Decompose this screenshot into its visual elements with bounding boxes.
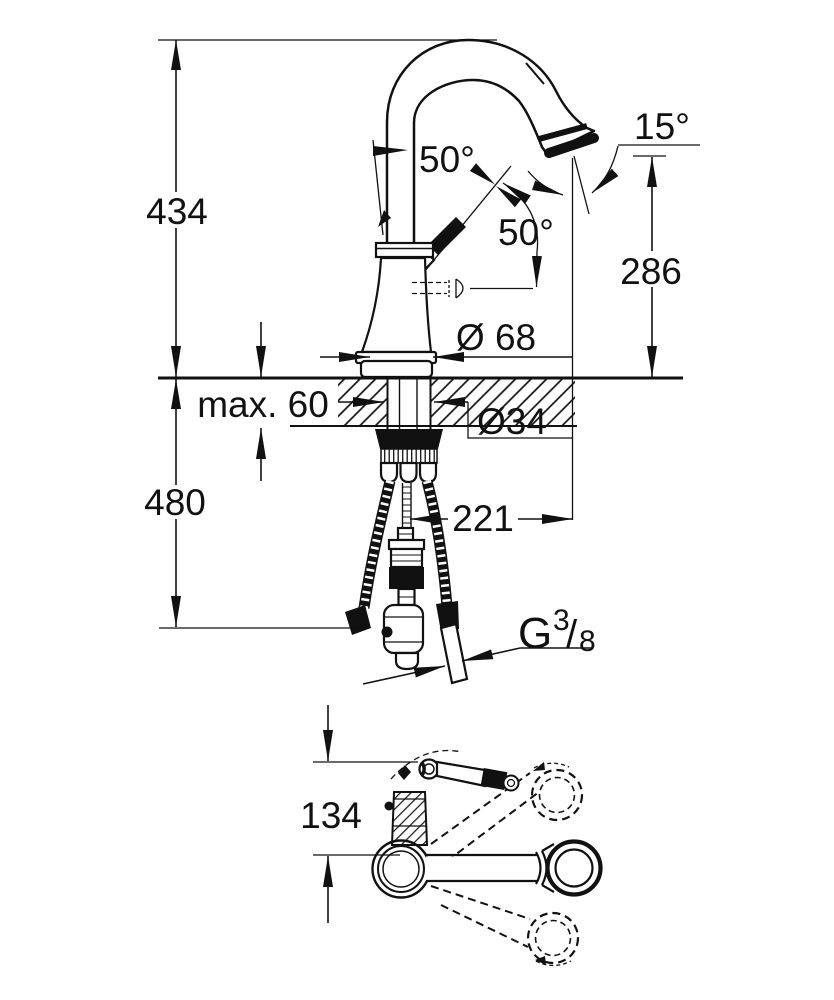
annotations-front: 434 480 286 15° 50° 50° <box>144 39 700 685</box>
thread-label: G 3 / 8 <box>362 604 596 685</box>
hose-end-tube <box>439 622 469 685</box>
angle-50-arc <box>502 182 542 288</box>
hose-fitting-left <box>379 461 399 484</box>
pullout-hose-and-weight <box>381 483 426 671</box>
thread-den-label: 8 <box>579 625 596 658</box>
angle-15-arc-right <box>591 145 619 194</box>
thread-g-label: G <box>518 609 552 658</box>
top-view: 134 <box>300 705 603 967</box>
dim-434-label: 434 <box>146 191 208 232</box>
annotations-top-view: 134 <box>300 705 418 923</box>
dim-134-label: 134 <box>300 795 362 836</box>
spout-joint-line <box>525 62 545 85</box>
swivel-position-lower <box>430 885 580 967</box>
spray-head-face <box>544 133 599 158</box>
angle-15-arc-left <box>527 170 564 196</box>
ribbed-section <box>380 448 438 464</box>
faucet-front <box>354 38 599 379</box>
front-view: 434 480 286 15° 50° 50° <box>144 38 700 685</box>
base-flange-lower <box>359 359 434 379</box>
dia-34-label: Ø34 <box>477 401 547 442</box>
supply-hose-right <box>421 479 469 685</box>
mounting-nut <box>375 429 443 449</box>
handle-swing-arc <box>390 749 463 780</box>
side-outlet-dashed <box>412 278 533 299</box>
spout-top-view <box>426 839 603 897</box>
lever-grip-top-view <box>480 768 508 790</box>
dim-221-label: 221 <box>452 498 514 539</box>
collar <box>374 241 435 259</box>
under-counter-assembly <box>345 379 469 685</box>
max-60-label: max. 60 <box>197 384 329 425</box>
dia-68-label: Ø 68 <box>456 317 536 358</box>
thread-num-label: 3 <box>553 604 570 637</box>
angle-50-spray-label: 50° <box>498 212 554 253</box>
angle-50-arrow-upper <box>469 163 495 185</box>
angle-50-arrow-left <box>373 146 408 156</box>
spray-head-band <box>538 123 588 142</box>
dim-286-label: 286 <box>620 251 682 292</box>
handle-axis-line <box>419 165 512 278</box>
hose-fitting-right <box>418 461 438 484</box>
spray-tilt-line <box>573 155 590 215</box>
angle-50-handle-label: 50° <box>419 139 475 180</box>
body-top-view <box>384 749 520 846</box>
swivel-position-upper <box>430 762 584 862</box>
handle-knob <box>418 758 440 780</box>
escutcheon <box>371 839 431 899</box>
thread-slash-label: / <box>566 613 578 657</box>
handle-grip <box>428 217 466 255</box>
dim-480-label: 480 <box>144 482 206 523</box>
hose-fitting-center <box>399 461 418 484</box>
angle-15-label: 15° <box>634 106 690 147</box>
